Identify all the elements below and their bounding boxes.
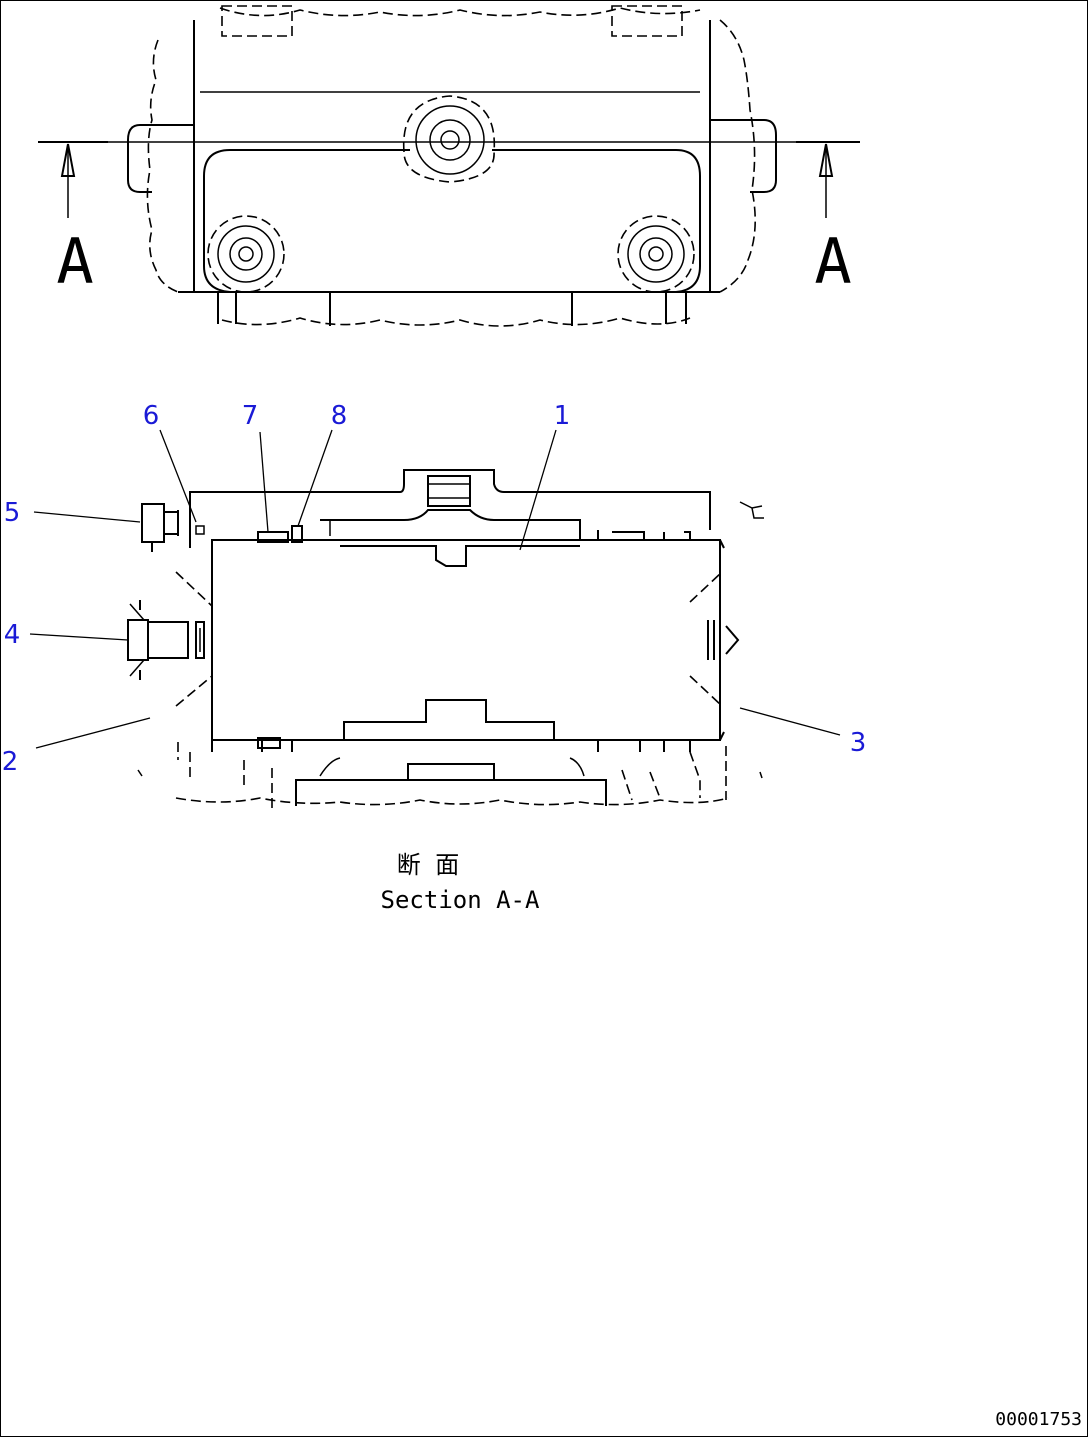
- section-mark-left: A: [56, 225, 93, 298]
- callout-7: 7: [242, 401, 259, 431]
- section-caption-en: Section A-A: [381, 886, 540, 914]
- callout-4: 4: [4, 620, 21, 650]
- callout-leaders: [29, 429, 841, 749]
- callout-6: 6: [143, 401, 160, 431]
- callout-1: 1: [554, 401, 571, 431]
- section-caption-jp: 断 面: [397, 851, 459, 879]
- callout-2: 2: [2, 747, 19, 777]
- top-view: [38, 5, 860, 327]
- section-mark-right: A: [814, 225, 851, 298]
- callout-5: 5: [4, 498, 21, 528]
- callout-8: 8: [331, 401, 348, 431]
- section-view: [127, 469, 764, 808]
- drawing-code: 00001753: [995, 1409, 1082, 1430]
- callout-3: 3: [850, 728, 867, 758]
